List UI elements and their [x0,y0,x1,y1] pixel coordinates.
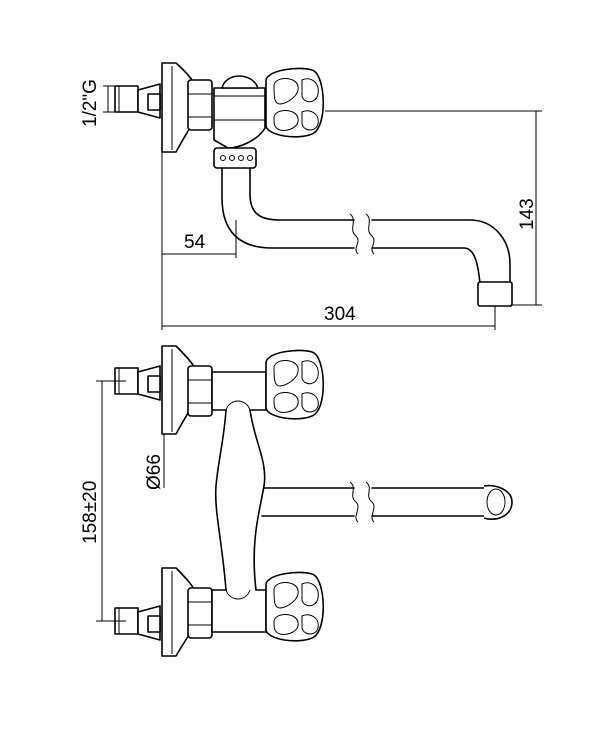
side-view-swivel-ring [213,147,257,169]
front-view-handle-upper [265,349,325,420]
dimension-height-label: 143 [517,198,538,230]
side-view-handle [265,67,325,138]
dimension-center-distance: 158±20 [80,380,126,622]
dimension-center-distance-label: 158±20 [80,481,101,544]
front-view-handle-lower [265,571,325,642]
dimension-spout-length: 304 [162,304,496,330]
side-view-spout [221,167,513,307]
front-view-hex-nut-lower [187,587,213,639]
front-view-connector-lower [114,605,161,641]
dimension-offset: 54 [161,152,237,330]
dimension-flange-diameter-label: Ø66 [144,454,165,490]
front-view-spout [261,481,513,523]
dimension-spout-length-label: 304 [324,304,356,325]
front-view [114,345,513,657]
side-view-connector [114,83,161,119]
dimension-flange-diameter: Ø66 [144,434,165,490]
dimension-offset-label: 54 [184,232,206,253]
side-view-body [213,75,266,149]
side-view-hex-nut [187,79,213,131]
dimension-thread: 1/2"G [80,79,126,127]
side-view [114,62,513,307]
dimension-thread-label: 1/2"G [80,79,101,127]
dimension-height: 143 [325,110,542,306]
front-view-body [211,371,267,633]
front-view-connector-upper [114,365,161,401]
front-view-hex-nut-upper [187,365,213,417]
